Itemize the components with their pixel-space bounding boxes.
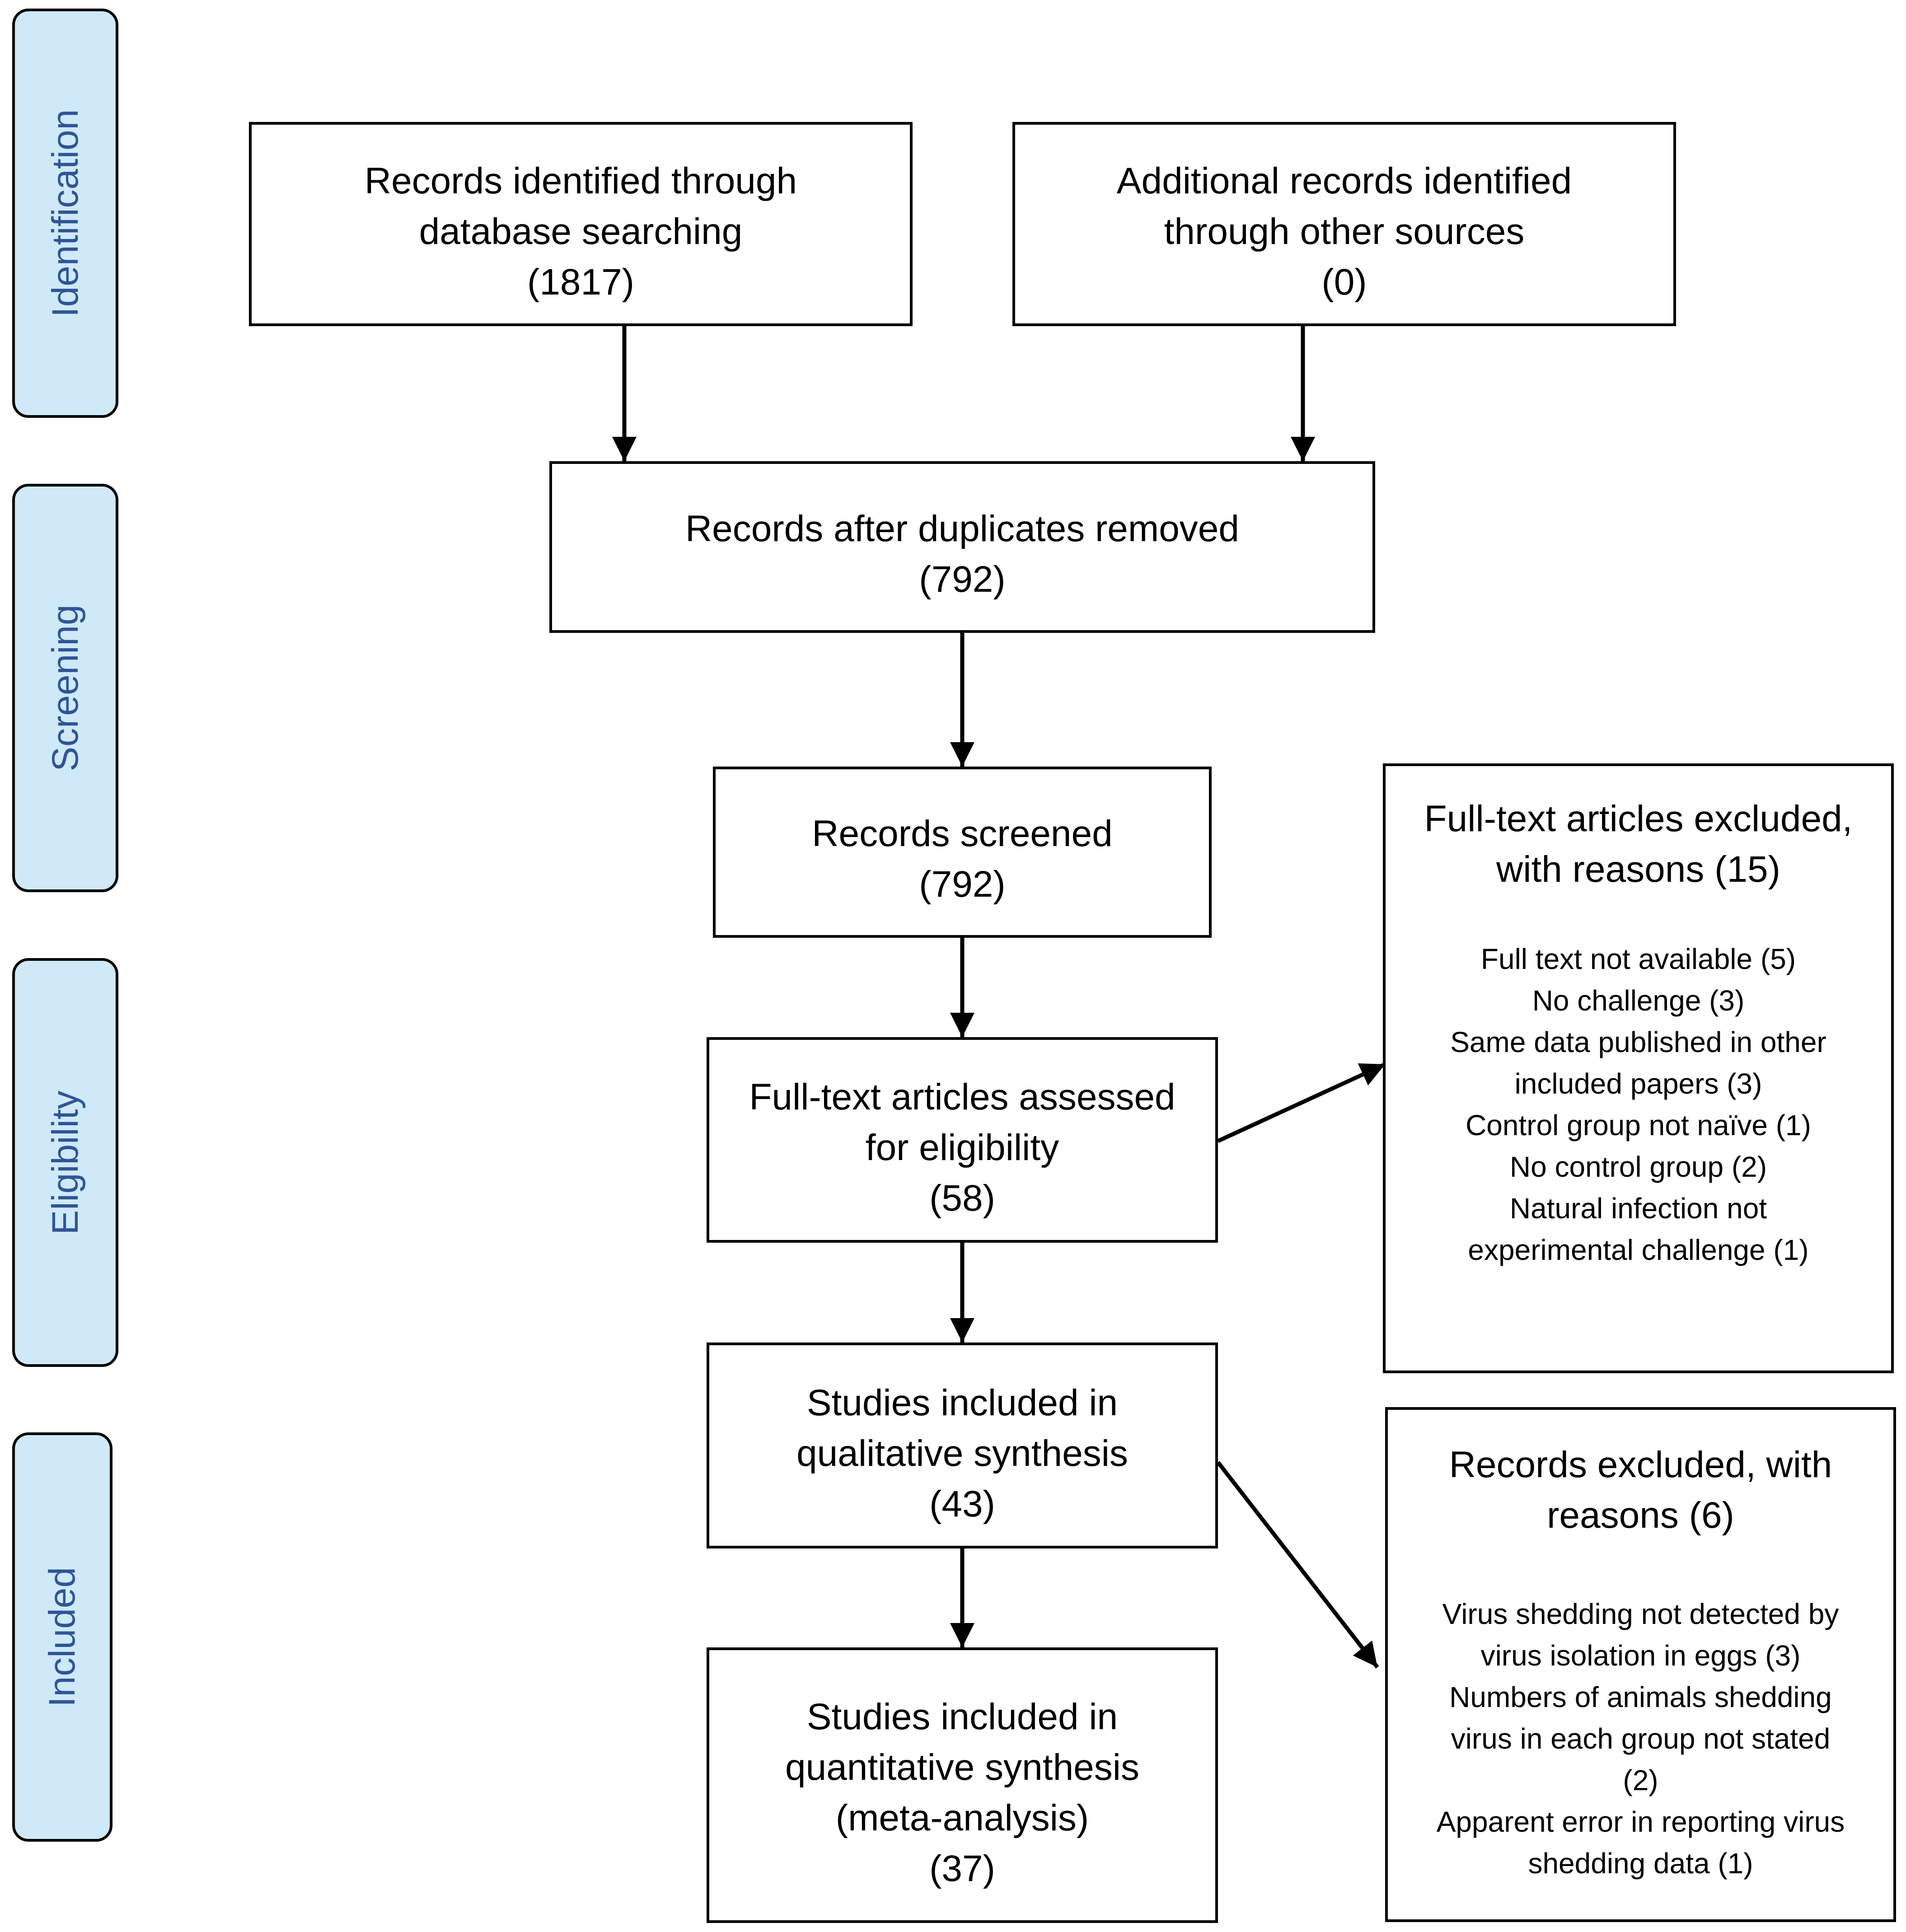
- fulltext-excluded-title-1: Full-text articles excluded,: [1424, 798, 1853, 839]
- fulltext-assessed-line-2: for eligibility: [865, 1127, 1059, 1168]
- other-sources-box: Additional records identified through ot…: [1012, 122, 1676, 326]
- qualitative-line-2: qualitative synthesis: [796, 1433, 1128, 1474]
- fulltext-excluded-box: Full-text articles excluded, with reason…: [1383, 763, 1894, 1373]
- other-sources-count: (0): [1321, 262, 1367, 303]
- other-sources-line-2: through other sources: [1164, 211, 1525, 252]
- fulltext-reason: Natural infection not: [1509, 1192, 1767, 1225]
- qualitative-count: (43): [929, 1483, 995, 1525]
- records-reason: virus isolation in eggs (3): [1480, 1639, 1801, 1672]
- stage-included: Included: [12, 1432, 112, 1842]
- stage-identification: Identification: [12, 9, 118, 418]
- fulltext-reason: Same data published in other: [1450, 1026, 1826, 1058]
- fulltext-assessed-box: Full-text articles assessed for eligibil…: [707, 1037, 1218, 1243]
- quantitative-count: (37): [929, 1848, 995, 1889]
- records-screened-count: (792): [919, 864, 1006, 905]
- records-excluded-title-2: reasons (6): [1547, 1495, 1734, 1536]
- other-sources-line-1: Additional records identified: [1116, 160, 1572, 201]
- database-search-line-1: Records identified through: [364, 160, 797, 201]
- fulltext-assessed-line-1: Full-text articles assessed: [749, 1076, 1175, 1118]
- database-search-count: (1817): [527, 262, 635, 303]
- duplicates-removed-label: Records after duplicates removed: [685, 508, 1240, 549]
- records-excluded-title-1: Records excluded, with: [1449, 1444, 1832, 1485]
- fulltext-reason: experimental challenge (1): [1468, 1234, 1809, 1266]
- records-screened-box: Records screened (792): [713, 767, 1212, 938]
- duplicates-removed-box: Records after duplicates removed (792): [549, 461, 1375, 633]
- database-search-line-2: database searching: [419, 211, 743, 252]
- duplicates-removed-count: (792): [919, 559, 1006, 600]
- fulltext-reason: No control group (2): [1509, 1151, 1767, 1183]
- database-search-box: Records identified through database sear…: [249, 122, 913, 326]
- stage-screening: Screening: [12, 484, 118, 892]
- qualitative-synthesis-box: Studies included in qualitative synthesi…: [707, 1343, 1218, 1548]
- records-reason: Virus shedding not detected by: [1442, 1598, 1839, 1630]
- fulltext-reason: No challenge (3): [1532, 984, 1745, 1017]
- quantitative-line-1: Studies included in: [806, 1696, 1118, 1737]
- fulltext-reason: Full text not available (5): [1480, 943, 1796, 975]
- stage-eligibility: Eligibility: [12, 958, 118, 1367]
- qualitative-line-1: Studies included in: [806, 1382, 1118, 1423]
- records-reason: shedding data (1): [1528, 1847, 1753, 1880]
- quantitative-synthesis-box: Studies included in quantitative synthes…: [707, 1647, 1218, 1923]
- records-reason: (2): [1623, 1764, 1658, 1796]
- records-excluded-box: Records excluded, with reasons (6) Virus…: [1385, 1407, 1896, 1922]
- arrow-qualitative-to-records-excluded: [1216, 1461, 1379, 1669]
- records-reason: Apparent error in reporting virus: [1436, 1806, 1845, 1838]
- records-reason: Numbers of animals shedding: [1449, 1681, 1832, 1713]
- records-screened-label: Records screened: [812, 813, 1113, 854]
- arrow-fulltext-to-excluded: [1217, 1062, 1386, 1143]
- fulltext-assessed-count: (58): [929, 1178, 995, 1219]
- fulltext-reason: Control group not naïve (1): [1466, 1109, 1811, 1141]
- records-reason: virus in each group not stated: [1451, 1722, 1831, 1755]
- quantitative-line-3: (meta-analysis): [835, 1797, 1089, 1838]
- fulltext-excluded-title-2: with reasons (15): [1496, 849, 1780, 890]
- fulltext-reason: included papers (3): [1514, 1067, 1762, 1100]
- quantitative-line-2: quantitative synthesis: [785, 1747, 1139, 1788]
